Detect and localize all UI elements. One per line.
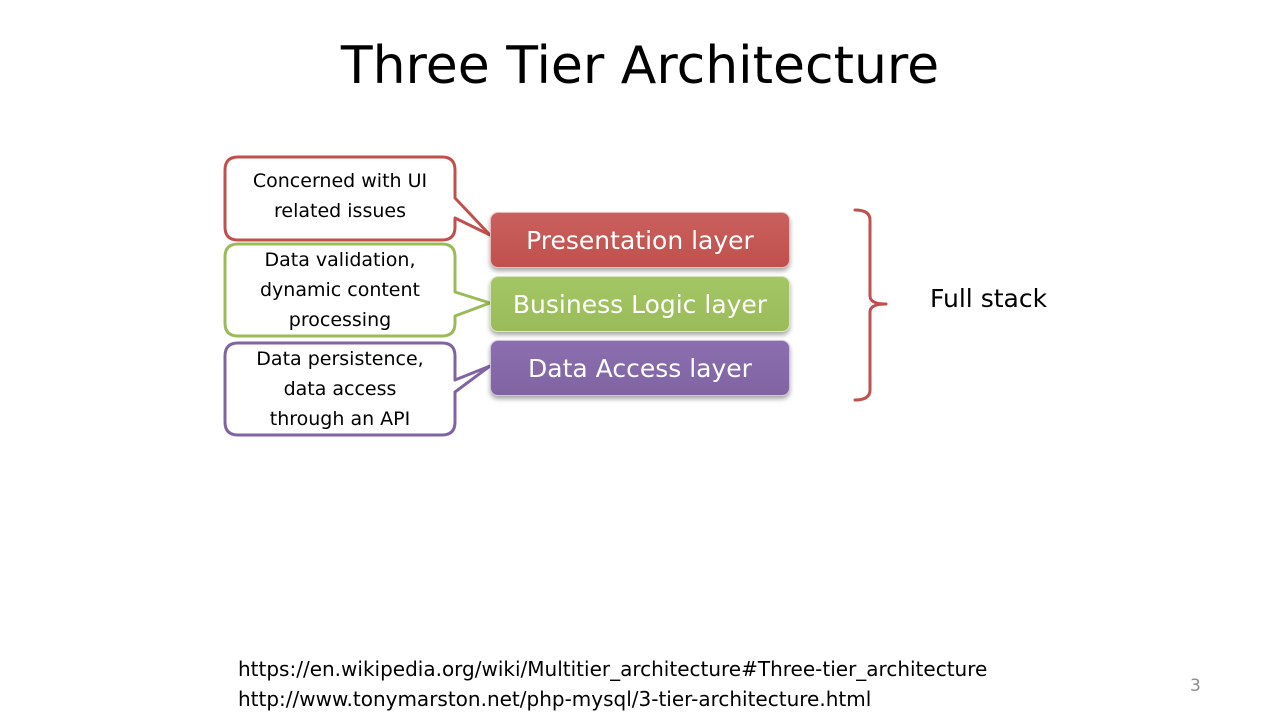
full-stack-bracket: [853, 208, 888, 402]
callout-data-text: Data persistence, data access through an…: [229, 344, 451, 434]
callout-ui-text: Concerned with UI related issues: [229, 163, 451, 229]
reference-link-wikipedia[interactable]: https://en.wikipedia.org/wiki/Multitier_…: [238, 657, 988, 681]
data-access-layer-label: Data Access layer: [528, 353, 752, 383]
reference-link-tonymarston[interactable]: http://www.tonymarston.net/php-mysql/3-t…: [238, 687, 872, 711]
callout-business-line-1: Data validation,: [264, 249, 416, 271]
callout-ui-line-2: related issues: [274, 200, 406, 222]
business-logic-layer-label: Business Logic layer: [512, 289, 768, 319]
references: https://en.wikipedia.org/wiki/Multitier_…: [238, 654, 987, 714]
callout-business-line-2: dynamic content: [259, 279, 420, 301]
callout-data-line-3: through an API: [269, 408, 411, 430]
callout-business-line-3: processing: [288, 309, 392, 331]
callout-ui-shape: [223, 155, 492, 242]
business-logic-layer-box: Business Logic layer: [490, 276, 790, 332]
callout-business-shape: [223, 242, 492, 338]
presentation-layer-box: Presentation layer: [490, 212, 790, 268]
callout-business-text: Data validation, dynamic content process…: [229, 245, 451, 335]
callout-data-shape: [223, 341, 492, 437]
page-number: 3: [1190, 676, 1201, 696]
presentation-layer-label: Presentation layer: [526, 225, 754, 255]
callout-ui-line-1: Concerned with UI: [252, 170, 428, 192]
callout-data-line-2: data access: [283, 378, 397, 400]
slide-title: Three Tier Architecture: [340, 36, 940, 96]
callout-data-line-1: Data persistence,: [256, 348, 424, 370]
data-access-layer-box: Data Access layer: [490, 340, 790, 396]
full-stack-label: Full stack: [930, 284, 1048, 313]
